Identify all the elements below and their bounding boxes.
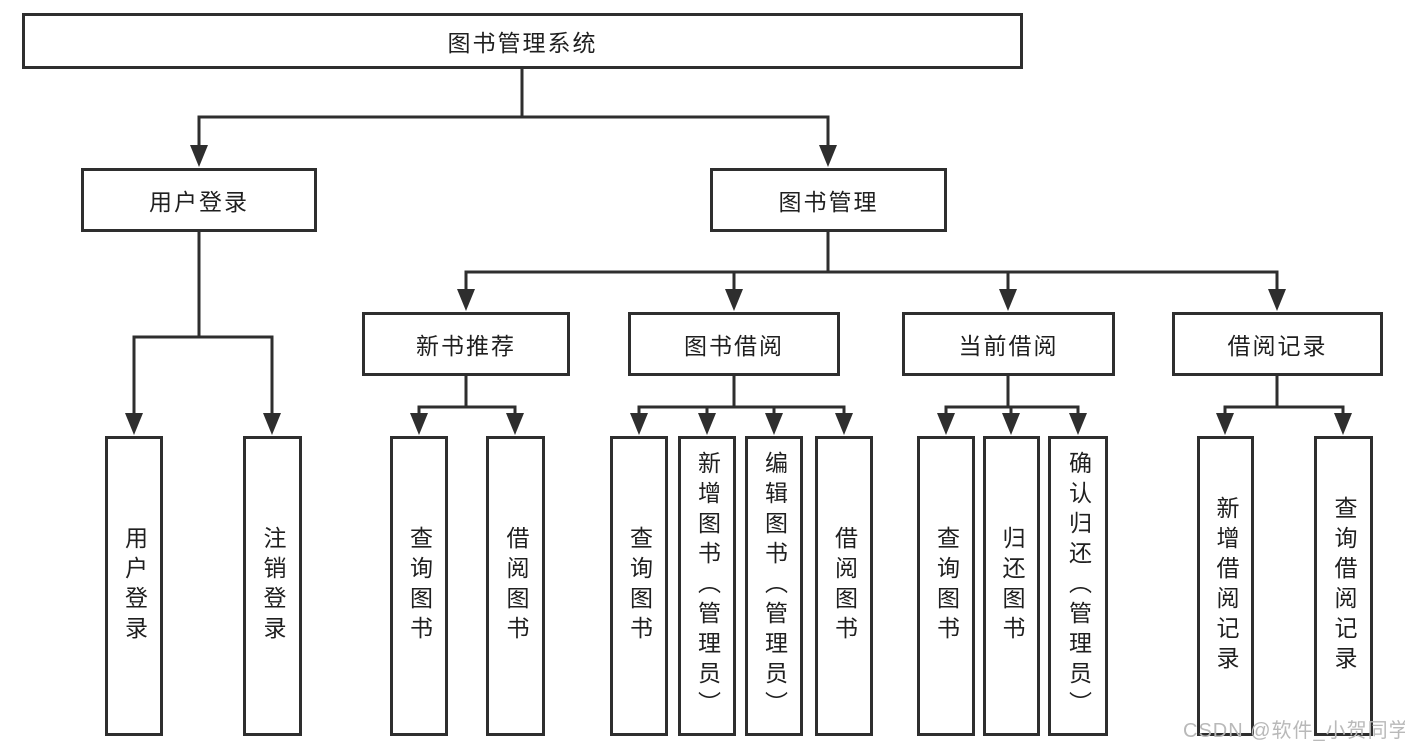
arrow-down-icon <box>263 413 281 435</box>
connector-new-book-rec-to-leaves <box>417 376 517 415</box>
leaf-borrow-books-recommend: 借阅图书 <box>486 436 545 736</box>
node-label: 查询图书 <box>626 526 653 646</box>
arrow-down-icon <box>1334 413 1352 435</box>
leaf-query-borrow-record: 查询借阅记录 <box>1314 436 1373 736</box>
arrow-down-icon <box>125 413 143 435</box>
arrow-down-icon <box>506 413 524 435</box>
connector-borrow-record-to-leaves <box>1223 376 1345 415</box>
arrow-down-icon <box>937 413 955 435</box>
node-borrow-record: 借阅记录 <box>1172 312 1383 376</box>
node-label: 用户登录 <box>149 189 249 215</box>
node-label: 图书管理系统 <box>447 30 598 56</box>
leaf-add-books-admin: 新增图书（管理员） <box>678 436 736 736</box>
node-label: 新增图书（管理员） <box>694 451 721 721</box>
node-label: 归还图书 <box>999 526 1025 646</box>
node-label: 借阅图书 <box>503 526 529 646</box>
node-label: 图书管理 <box>778 189 879 215</box>
node-label: 确认归还（管理员） <box>1065 451 1092 721</box>
leaf-user-login: 用户登录 <box>105 436 163 736</box>
arrow-down-icon <box>725 289 743 311</box>
arrow-down-icon <box>457 289 475 311</box>
arrowheads <box>125 145 1352 435</box>
csdn-watermark: CSDN @软件_小贺同学 <box>1183 720 1405 742</box>
node-label: 当前借阅 <box>958 333 1059 359</box>
arrow-down-icon <box>835 413 853 435</box>
leaf-add-borrow-record: 新增借阅记录 <box>1197 436 1254 736</box>
arrow-down-icon <box>190 145 208 167</box>
node-label: 注销登录 <box>260 526 286 646</box>
arrow-down-icon <box>765 413 783 435</box>
connector-book-borrow-to-leaves <box>637 376 846 415</box>
arrow-down-icon <box>1002 413 1020 435</box>
node-label: 新增借阅记录 <box>1213 496 1239 676</box>
node-label: 查询借阅记录 <box>1331 496 1357 676</box>
connector-root-to-level2 <box>197 69 830 147</box>
leaf-edit-books-admin: 编辑图书（管理员） <box>745 436 803 736</box>
arrow-down-icon <box>819 145 837 167</box>
node-label: 用户登录 <box>121 526 148 646</box>
leaf-query-books-recommend: 查询图书 <box>390 436 448 736</box>
node-book-management: 图书管理 <box>710 168 947 232</box>
connector-group <box>132 69 1345 415</box>
leaf-confirm-return-admin: 确认归还（管理员） <box>1048 436 1108 736</box>
arrow-down-icon <box>1069 413 1087 435</box>
node-label: 查询图书 <box>406 526 433 646</box>
node-label: 新书推荐 <box>416 333 516 359</box>
node-book-borrow: 图书借阅 <box>628 312 840 376</box>
connector-current-borrow-to-leaves <box>944 376 1080 415</box>
node-root-system: 图书管理系统 <box>22 13 1023 69</box>
node-label: 借阅图书 <box>831 526 858 646</box>
node-current-borrow: 当前借阅 <box>902 312 1115 376</box>
arrow-down-icon <box>999 289 1017 311</box>
node-user-login: 用户登录 <box>81 168 317 232</box>
node-new-book-recommend: 新书推荐 <box>362 312 570 376</box>
leaf-query-books-borrow: 查询图书 <box>610 436 668 736</box>
connector-user-login-to-leaves <box>132 232 274 415</box>
node-label: 图书借阅 <box>684 333 784 359</box>
arrow-down-icon <box>1216 413 1234 435</box>
leaf-borrow-books: 借阅图书 <box>815 436 873 736</box>
leaf-query-books-current: 查询图书 <box>917 436 975 736</box>
arrow-down-icon <box>1268 289 1286 311</box>
connector-book-mgmt-to-level3 <box>464 232 1279 291</box>
leaf-logout: 注销登录 <box>243 436 302 736</box>
leaf-return-books: 归还图书 <box>983 436 1040 736</box>
node-label: 查询图书 <box>933 526 960 646</box>
arrow-down-icon <box>698 413 716 435</box>
node-label: 编辑图书（管理员） <box>761 451 788 721</box>
arrow-down-icon <box>410 413 428 435</box>
arrow-down-icon <box>630 413 648 435</box>
node-label: 借阅记录 <box>1227 333 1328 359</box>
